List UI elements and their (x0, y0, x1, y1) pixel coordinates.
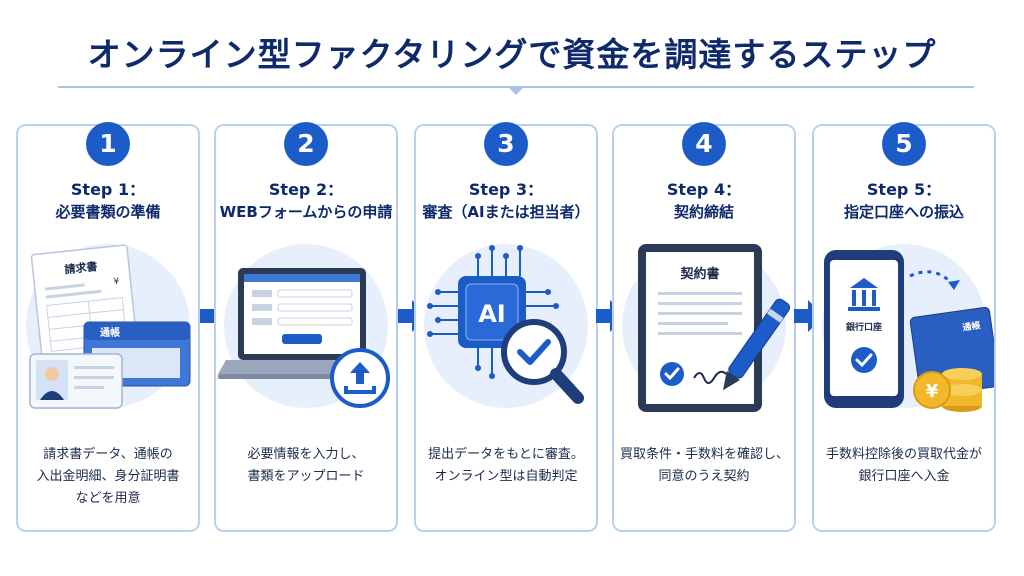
invoice-label: 請求書 (64, 259, 98, 276)
step-description: 必要情報を入力し、 書類をアップロード (247, 447, 365, 484)
step-label: Step 2： (268, 180, 344, 199)
step-description: 手数料控除後の買取代金が 銀行口座へ入金 (825, 447, 982, 484)
step-label: Step 5： (866, 180, 942, 199)
documents-icon: 請求書 ¥ 通帳 (26, 244, 191, 409)
title-underline-notch (507, 86, 525, 95)
yen-coin-sign: ¥ (926, 381, 939, 402)
step-card-3: 3 Step 3： 審査（AIまたは担当者） AI 提出データをもとに審査。 オ… (414, 122, 598, 532)
step-description: 買取条件・手数料を確認し、 同意のうえ契約 (620, 447, 790, 484)
step-label: Step 3： (468, 180, 544, 199)
step-label: Step 4： (666, 180, 742, 199)
step-card-1: 1 Step 1： 必要書類の準備 請求書 ¥ 通帳 請求書データ、通帳の 入出… (16, 122, 200, 532)
bank-account-label: 銀行口座 (846, 321, 882, 333)
step-card-4: 4 Step 4： 契約締結 契約書 買取条件・手数料を確認し、 同意のうえ契約 (612, 122, 796, 532)
contract-tablet-pen-icon: 契約書 (622, 244, 791, 412)
step-title: 契約締結 (673, 203, 734, 221)
bank-transfer-icon: 銀行口座 通帳 ¥ (822, 244, 994, 412)
contract-label: 契約書 (679, 266, 719, 282)
step-description: 提出データをもとに審査。 オンライン型は自動判定 (428, 447, 584, 484)
step-number-badge: 4 (682, 122, 726, 166)
step-title: WEBフォームからの申請 (219, 203, 393, 221)
passbook-label: 通帳 (962, 319, 982, 333)
step-number-badge: 5 (882, 122, 926, 166)
ai-chip-magnifier-icon: AI (424, 244, 588, 408)
step-title: 審査（AIまたは担当者） (422, 203, 590, 221)
laptop-upload-icon (218, 244, 390, 408)
page-title: オンライン型ファクタリングで資金を調達するステップ (87, 35, 937, 74)
step-title: 必要書類の準備 (55, 203, 161, 221)
step-number-badge: 1 (86, 122, 130, 166)
step-number-badge: 2 (284, 122, 328, 166)
step-description: 請求書データ、通帳の 入出金明細、身分証明書 などを用意 (36, 447, 180, 506)
step-label: Step 1： (70, 180, 146, 199)
step-title: 指定口座への振込 (843, 203, 964, 221)
yen-sign: ¥ (113, 277, 120, 288)
passbook-label: 通帳 (100, 326, 120, 339)
step-number-badge: 3 (484, 122, 528, 166)
step-card-2: 2 Step 2： WEBフォームからの申請 必要情報を入力し、 書類をアップロ… (214, 122, 398, 532)
step-card-5: 5 Step 5： 指定口座への振込 銀行口座 通帳 ¥ 手数料控除後の買取代金… (812, 122, 996, 532)
ai-label: AI (478, 300, 506, 328)
